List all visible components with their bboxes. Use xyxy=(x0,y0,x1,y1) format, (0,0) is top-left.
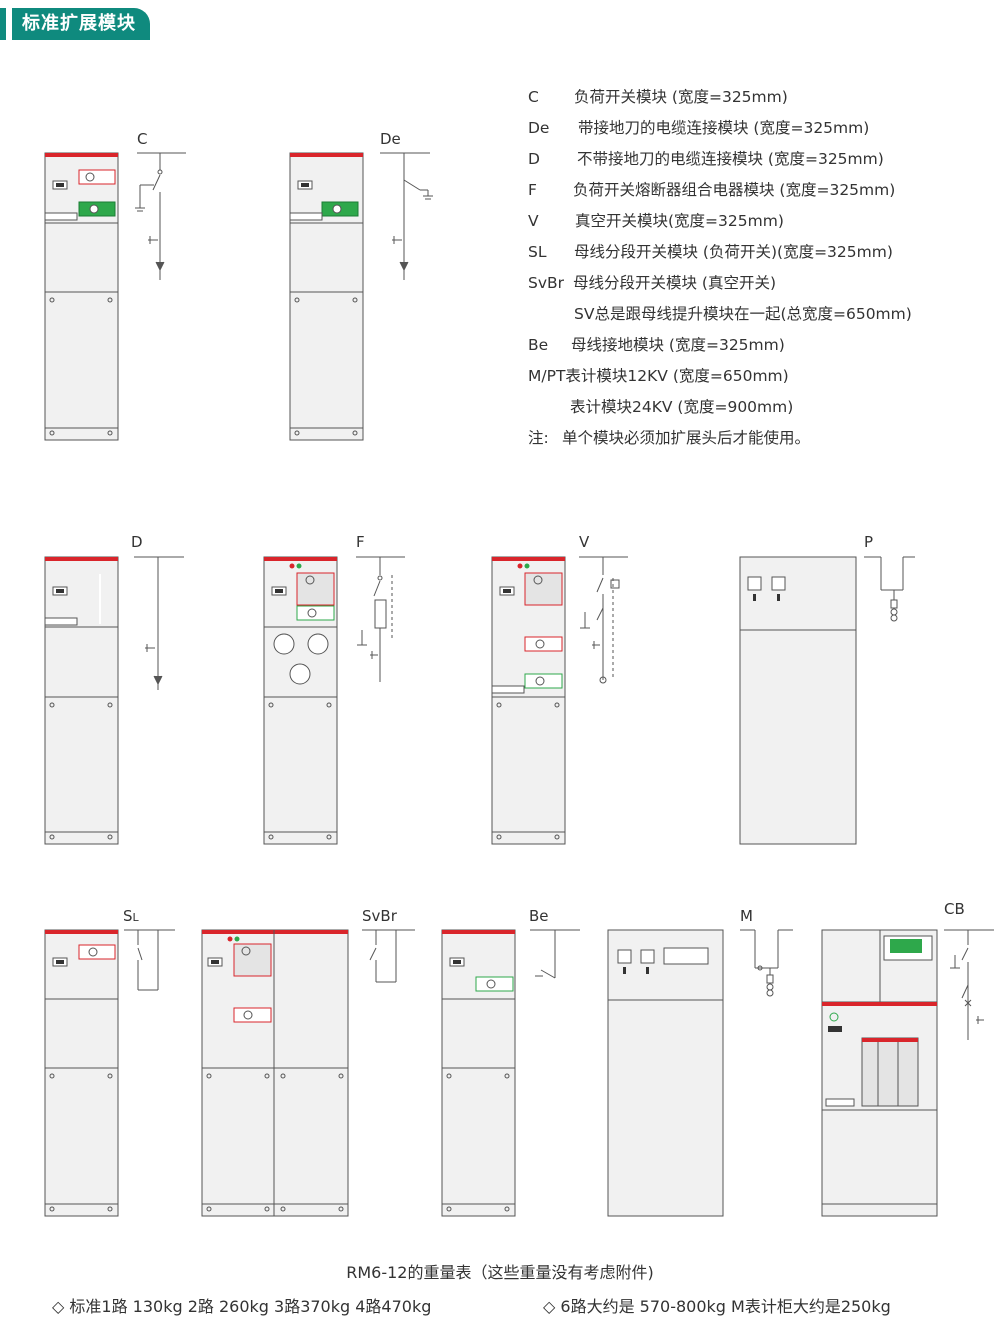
legend-code: M/PT xyxy=(528,367,566,385)
legend-note: 注: 单个模块必须加扩展头后才能使用。 xyxy=(528,427,912,458)
module-label-sl: SL xyxy=(123,907,139,925)
diagram-svbr xyxy=(362,929,415,983)
legend-item-d: D 不带接地刀的电缆连接模块 (宽度=325mm) xyxy=(528,148,912,179)
section-title: 标准扩展模块 xyxy=(12,8,150,40)
cabinet-sl xyxy=(44,929,119,1217)
cabinet-m xyxy=(607,929,724,1217)
legend-item-sv-note: SV总是跟母线提升模块在一起(总宽度=650mm) xyxy=(528,303,912,334)
sl-sub: L xyxy=(132,911,139,924)
diagram-p xyxy=(864,556,915,622)
legend-item-be: Be 母线接地模块 (宽度=325mm) xyxy=(528,334,912,365)
diagram-sl xyxy=(124,929,175,991)
legend-desc: 母线分段开关模块 (负荷开关)(宽度=325mm) xyxy=(574,243,893,261)
legend-desc: 负荷开关熔断器组合电器模块 (宽度=325mm) xyxy=(573,181,896,199)
diagram-cb xyxy=(944,929,994,1040)
header-accent-bar xyxy=(0,8,6,40)
legend-desc: 表计模块12KV (宽度=650mm) xyxy=(565,367,789,385)
module-label-c: C xyxy=(137,130,148,148)
legend-desc: 表计模块24KV (宽度=900mm) xyxy=(570,398,794,416)
legend-item-v: V 真空开关模块(宽度=325mm) xyxy=(528,210,912,241)
module-label-be: Be xyxy=(529,907,549,925)
legend-item-c: C 负荷开关模块 (宽度=325mm) xyxy=(528,86,912,117)
module-label-m: M xyxy=(740,907,753,925)
diagram-d xyxy=(134,556,184,690)
cabinet-svbr xyxy=(201,929,349,1217)
legend-desc: 负荷开关模块 (宽度=325mm) xyxy=(574,88,788,106)
legend-item-sl: SL 母线分段开关模块 (负荷开关)(宽度=325mm) xyxy=(528,241,912,272)
legend-item-de: De 带接地刀的电缆连接模块 (宽度=325mm) xyxy=(528,117,912,148)
legend-item-svbr: SvBr 母线分段开关模块 (真空开关) xyxy=(528,272,912,303)
legend-code: C xyxy=(528,88,539,106)
diagram-c xyxy=(135,152,186,280)
cabinet-c xyxy=(44,152,119,441)
weight-table-title: RM6-12的重量表（这些重量没有考虑附件) xyxy=(346,1263,654,1282)
legend-code: D xyxy=(528,150,540,168)
module-legend: C 负荷开关模块 (宽度=325mm) De 带接地刀的电缆连接模块 (宽度=325… xyxy=(528,86,912,458)
section-header: 标准扩展模块 xyxy=(0,8,150,40)
cabinet-be xyxy=(441,929,516,1217)
cabinet-cb xyxy=(821,929,938,1217)
cabinet-v xyxy=(491,556,566,845)
module-label-f: F xyxy=(356,533,365,551)
legend-code: F xyxy=(528,181,537,199)
sl-main: S xyxy=(123,907,133,925)
weight-line-left: ◇ 标准1路 130kg 2路 260kg 3路370kg 4路470kg xyxy=(52,1297,432,1316)
diagram-f xyxy=(356,556,405,682)
legend-code: SL xyxy=(528,243,547,261)
legend-desc: SV总是跟母线提升模块在一起(总宽度=650mm) xyxy=(574,305,912,323)
legend-desc: 母线分段开关模块 (真空开关) xyxy=(573,274,777,292)
module-label-d: D xyxy=(131,533,143,551)
module-label-de: De xyxy=(380,130,401,148)
legend-desc: 母线接地模块 (宽度=325mm) xyxy=(571,336,785,354)
diagram-v xyxy=(579,556,628,684)
diagram-m xyxy=(740,929,793,997)
legend-code: SvBr xyxy=(528,274,565,292)
legend-desc: 带接地刀的电缆连接模块 (宽度=325mm) xyxy=(578,119,870,137)
diagram-de xyxy=(380,152,433,280)
cabinet-f xyxy=(263,556,338,845)
legend-code: V xyxy=(528,212,539,230)
module-label-p: P xyxy=(864,533,874,551)
legend-desc: 不带接地刀的电缆连接模块 (宽度=325mm) xyxy=(577,150,884,168)
legend-code: 注: xyxy=(528,429,549,447)
cabinet-d xyxy=(44,556,119,845)
cabinet-p xyxy=(739,556,857,845)
diagram-be xyxy=(530,929,580,979)
legend-item-mpt: M/PT表计模块12KV (宽度=650mm) xyxy=(528,365,912,396)
legend-desc: 真空开关模块(宽度=325mm) xyxy=(575,212,784,230)
legend-item-f: F 负荷开关熔断器组合电器模块 (宽度=325mm) xyxy=(528,179,912,210)
legend-code: De xyxy=(528,119,550,137)
module-label-cb: CB xyxy=(944,900,965,918)
legend-code: Be xyxy=(528,336,549,354)
module-label-v: V xyxy=(579,533,590,551)
legend-item-m24: 表计模块24KV (宽度=900mm) xyxy=(528,396,912,427)
module-label-svbr: SvBr xyxy=(362,907,397,925)
legend-desc: 单个模块必须加扩展头后才能使用。 xyxy=(562,429,811,447)
cabinet-de xyxy=(289,152,364,441)
weight-line-right: ◇ 6路大约是 570-800kg M表计柜大约是250kg xyxy=(543,1297,891,1316)
